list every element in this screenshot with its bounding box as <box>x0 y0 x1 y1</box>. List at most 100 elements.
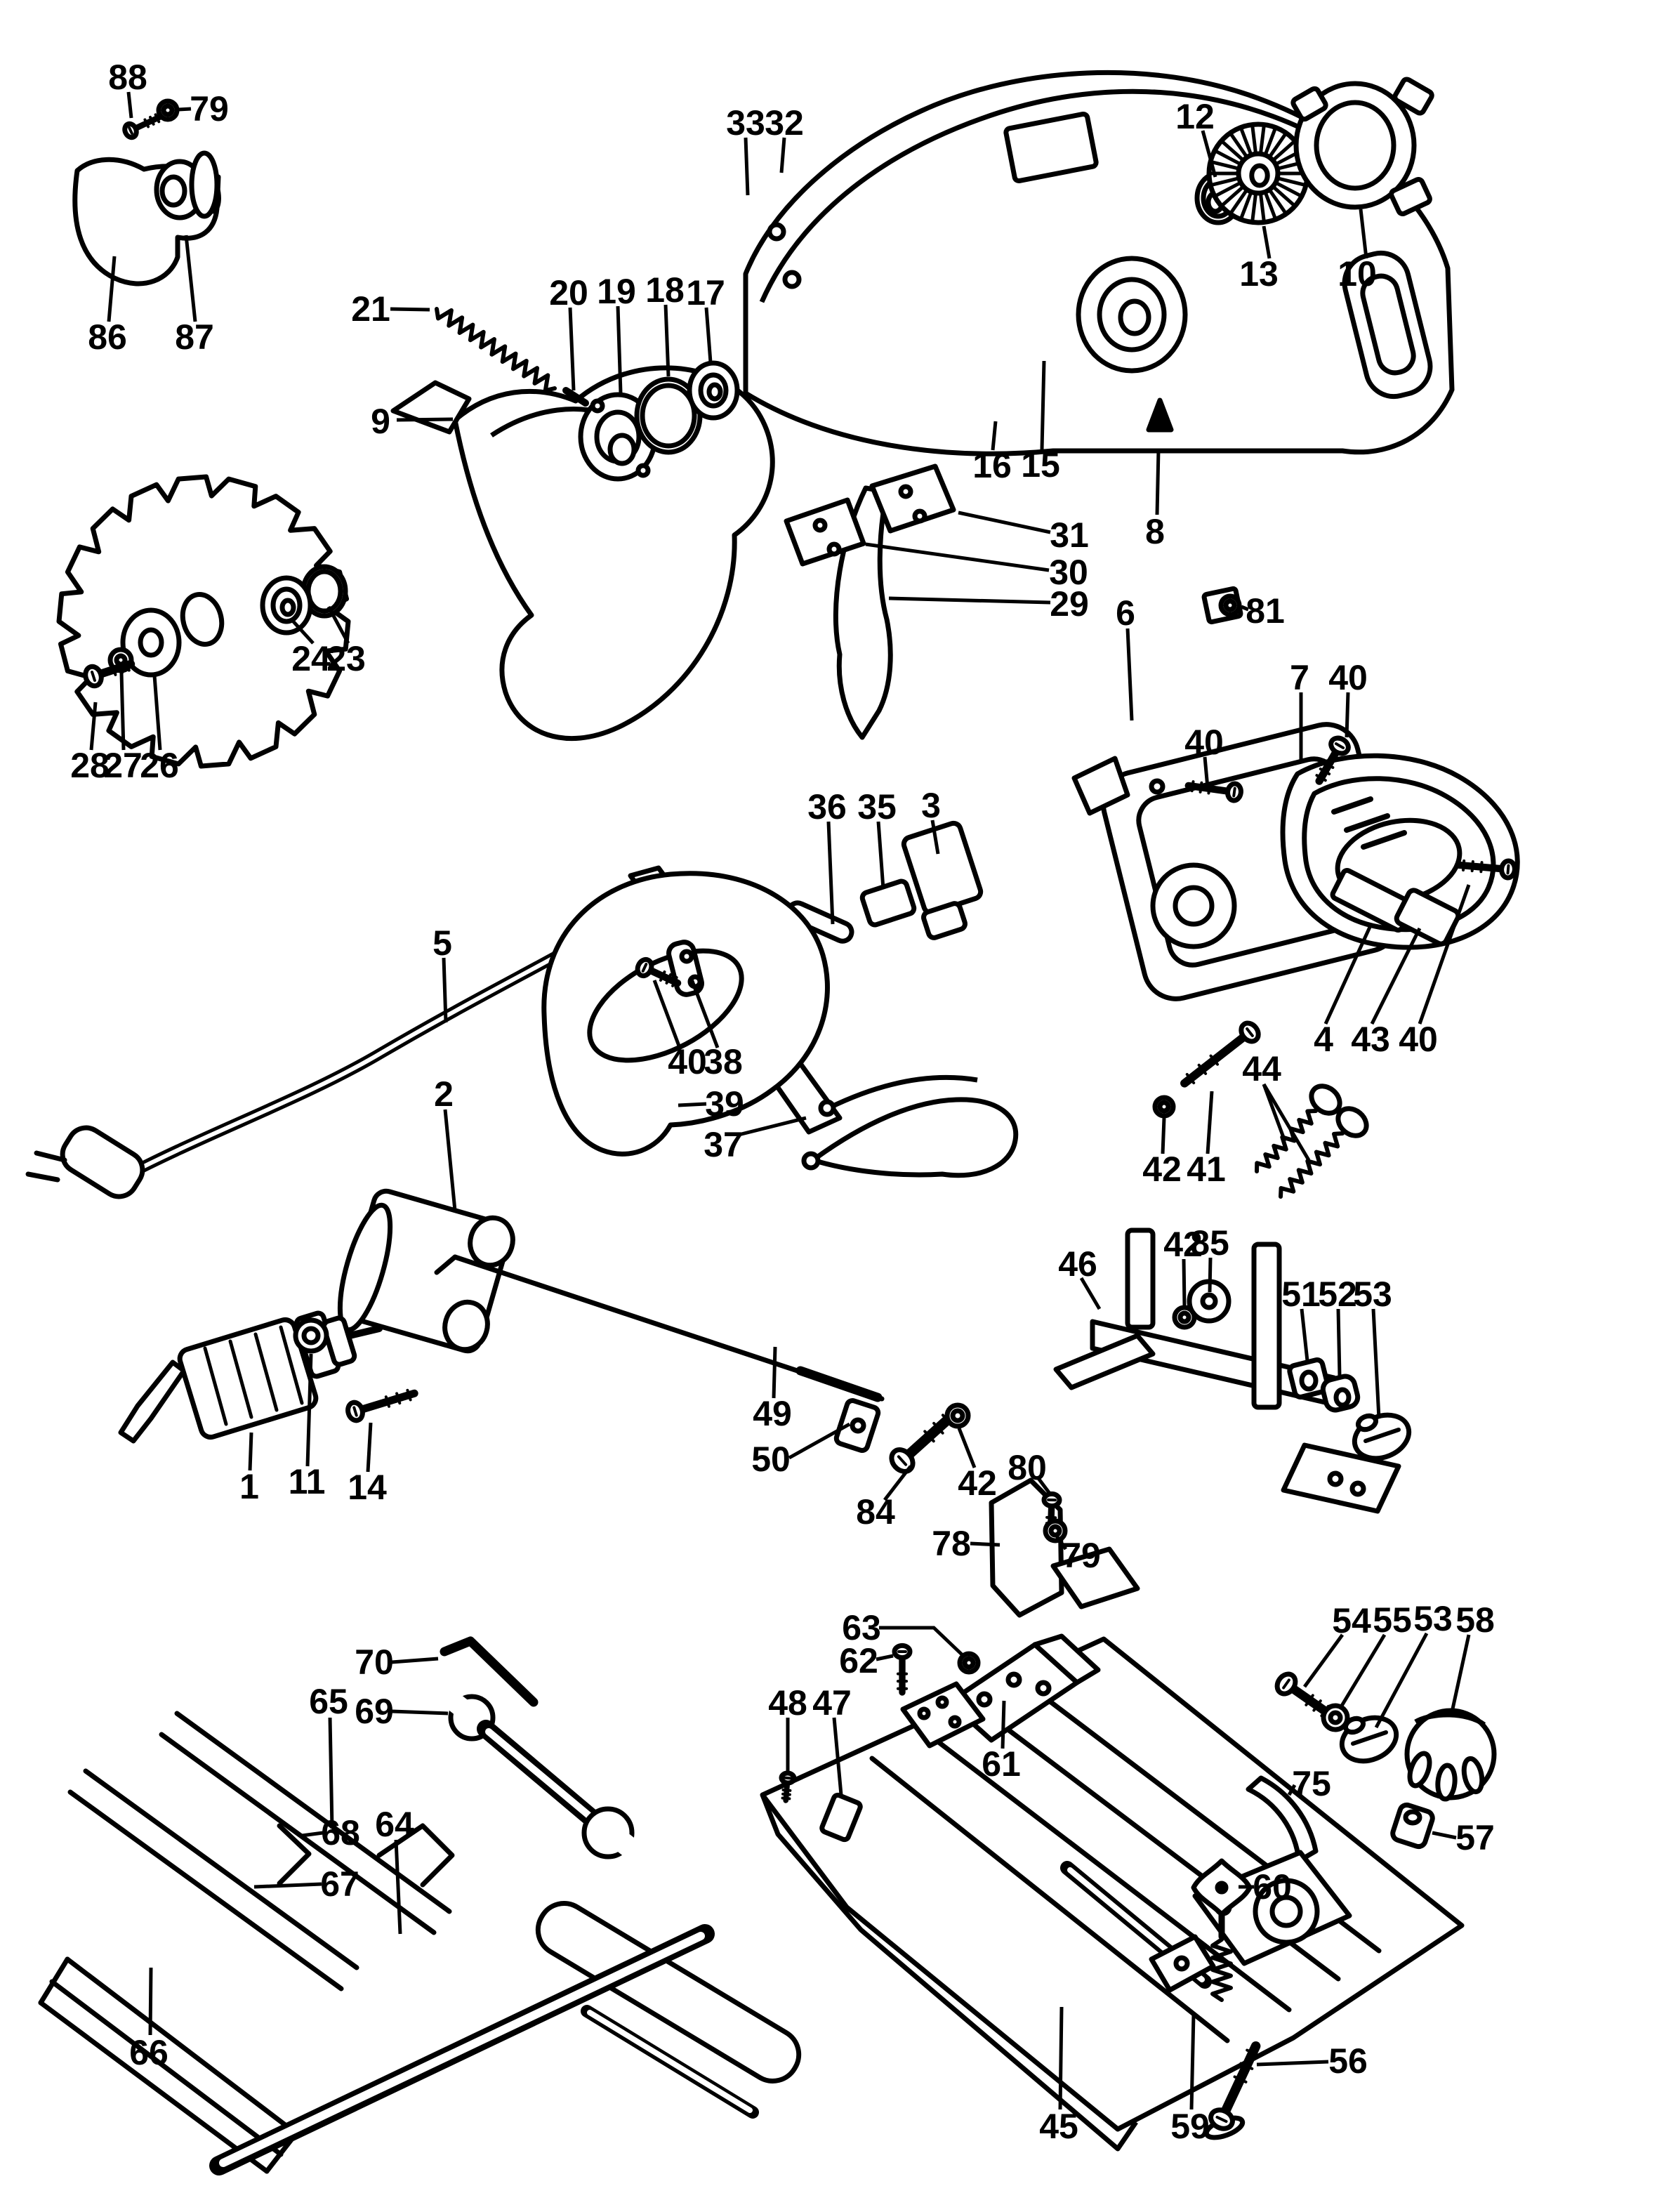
plate-31-hole2 <box>912 508 927 524</box>
leader-line-1 <box>248 1432 253 1471</box>
screw-56-icon-thread4 <box>1239 2062 1254 2070</box>
flange-19-hole1 <box>590 398 605 414</box>
part-label-4: 4 <box>1314 1020 1333 1059</box>
fan-13-icon-fin5 <box>1263 190 1277 219</box>
leader-line-51 <box>1300 1308 1309 1362</box>
part-label-35: 35 <box>857 787 897 827</box>
knob-87-rib <box>189 150 220 219</box>
part-label-62: 62 <box>839 1641 878 1680</box>
upper-guard-8-panel2 <box>1360 273 1416 376</box>
part-label-24: 24 <box>291 639 331 678</box>
part-label-40d: 40 <box>1399 1020 1438 1059</box>
cover-7-slot1 <box>1331 796 1373 815</box>
fan-13-icon-fin22 <box>1268 133 1287 159</box>
wrench-69-handle-core <box>485 1728 595 1821</box>
fan-13-icon-fin4 <box>1268 188 1287 214</box>
bolt-28-icon-thread5 <box>124 658 131 672</box>
guard-78-icon <box>989 1477 1064 1618</box>
part-label-78: 78 <box>932 1524 971 1563</box>
screw-56-icon-thread3 <box>1233 2075 1248 2083</box>
switch-3-btn <box>921 901 968 940</box>
part-label-55: 55 <box>1373 1600 1412 1640</box>
part-label-17: 17 <box>686 273 725 312</box>
part-label-13: 13 <box>1239 254 1279 294</box>
part-label-87: 87 <box>175 317 214 357</box>
part-label-27: 27 <box>103 746 143 785</box>
screw-40a-icon-thread3 <box>1322 761 1335 769</box>
fan-13-icon-fin19 <box>1250 125 1257 155</box>
leader-line-68 <box>301 1831 324 1838</box>
part-label-21: 21 <box>351 289 390 329</box>
part-label-28: 28 <box>70 746 110 785</box>
fan-13-icon-fin21 <box>1263 128 1277 157</box>
screw-40d-icon-thread5 <box>1462 859 1466 872</box>
screw-40b-icon-slot <box>1232 786 1236 798</box>
screw-54-icon-thread3 <box>1305 1694 1314 1706</box>
fan-13-icon-fin20 <box>1259 125 1266 155</box>
screw-14-icon-thread4 <box>395 1392 402 1405</box>
bolt-84-icon-slot <box>897 1455 908 1466</box>
leader-line-3 <box>930 819 940 855</box>
part-label-53a: 53 <box>1353 1275 1392 1314</box>
leader-line-24 <box>290 618 315 645</box>
part-label-51: 51 <box>1281 1275 1321 1314</box>
pin-20-icon <box>562 387 589 407</box>
part-label-8: 8 <box>1145 512 1165 551</box>
flange-24-hub <box>279 598 296 617</box>
part-label-29: 29 <box>1050 584 1089 624</box>
leader-line-46 <box>1079 1277 1102 1310</box>
part-label-26: 26 <box>140 746 179 785</box>
ring-23-icon-inner <box>305 569 343 614</box>
part-label-18: 18 <box>645 270 685 310</box>
fan-13-icon-fin12 <box>1210 176 1240 187</box>
leader-line-59 <box>1189 2013 1196 2110</box>
leader-line-78 <box>970 1541 1001 1547</box>
pivot-plate-47 <box>900 1681 986 1749</box>
leader-line-21 <box>390 307 430 312</box>
leader-line-44 <box>1262 1083 1311 1161</box>
part-label-7: 7 <box>1290 658 1309 697</box>
leader-line-44 <box>1262 1084 1287 1142</box>
upper-guard-8-hole2 <box>782 270 802 289</box>
screw-48-icon-thread3 <box>781 1788 792 1792</box>
sheet-65-line4 <box>67 1789 344 1992</box>
pivot-block-ring-inner <box>1269 1895 1303 1928</box>
screw-88-icon-thread3 <box>143 118 150 129</box>
part-label-56: 56 <box>1328 2041 1368 2081</box>
cover-7-slot3 <box>1361 830 1407 850</box>
leader-line-30 <box>865 542 1050 572</box>
bolt-84-icon-thread4 <box>932 1421 944 1435</box>
bolt-41-icon-thread5 <box>1185 1072 1196 1085</box>
retainer-10-lug2 <box>1389 177 1432 216</box>
spring-21-icon <box>435 307 557 393</box>
leader-line-61 <box>1001 1700 1006 1749</box>
part-label-63: 63 <box>842 1608 881 1647</box>
armature-1-fin3 <box>253 1332 279 1412</box>
leader-line-65 <box>328 1717 334 1829</box>
part-label-9: 9 <box>371 402 390 441</box>
part-label-42c: 42 <box>958 1463 997 1503</box>
part-label-33: 33 <box>726 103 765 143</box>
part-label-50: 50 <box>751 1440 791 1479</box>
leader-line-63 <box>879 1626 965 1657</box>
bolt-28-icon-thread4 <box>117 661 124 674</box>
part-label-11: 11 <box>289 1462 326 1501</box>
leader-line-42a <box>1161 1117 1166 1154</box>
fan-13-icon-fin16 <box>1221 140 1245 162</box>
bolt-84-icon-thread3 <box>923 1430 935 1443</box>
plug-5 <box>60 1125 145 1199</box>
fan-13-icon-fin2 <box>1274 181 1302 197</box>
leader-line-69 <box>391 1709 449 1716</box>
nut-57-icon <box>1390 1802 1435 1850</box>
leader-line-53b <box>1374 1632 1429 1729</box>
leader-line-16 <box>991 421 998 451</box>
part-label-42a: 42 <box>1142 1150 1182 1189</box>
bar-64-core <box>219 1932 705 2167</box>
part-label-5: 5 <box>432 923 452 963</box>
guard-78-plate <box>1050 1546 1140 1609</box>
part-label-54: 54 <box>1332 1601 1371 1640</box>
plate-31-icon <box>869 463 956 534</box>
screw-56-icon-slot <box>1215 2115 1228 2124</box>
leader-line-29 <box>888 596 1051 605</box>
